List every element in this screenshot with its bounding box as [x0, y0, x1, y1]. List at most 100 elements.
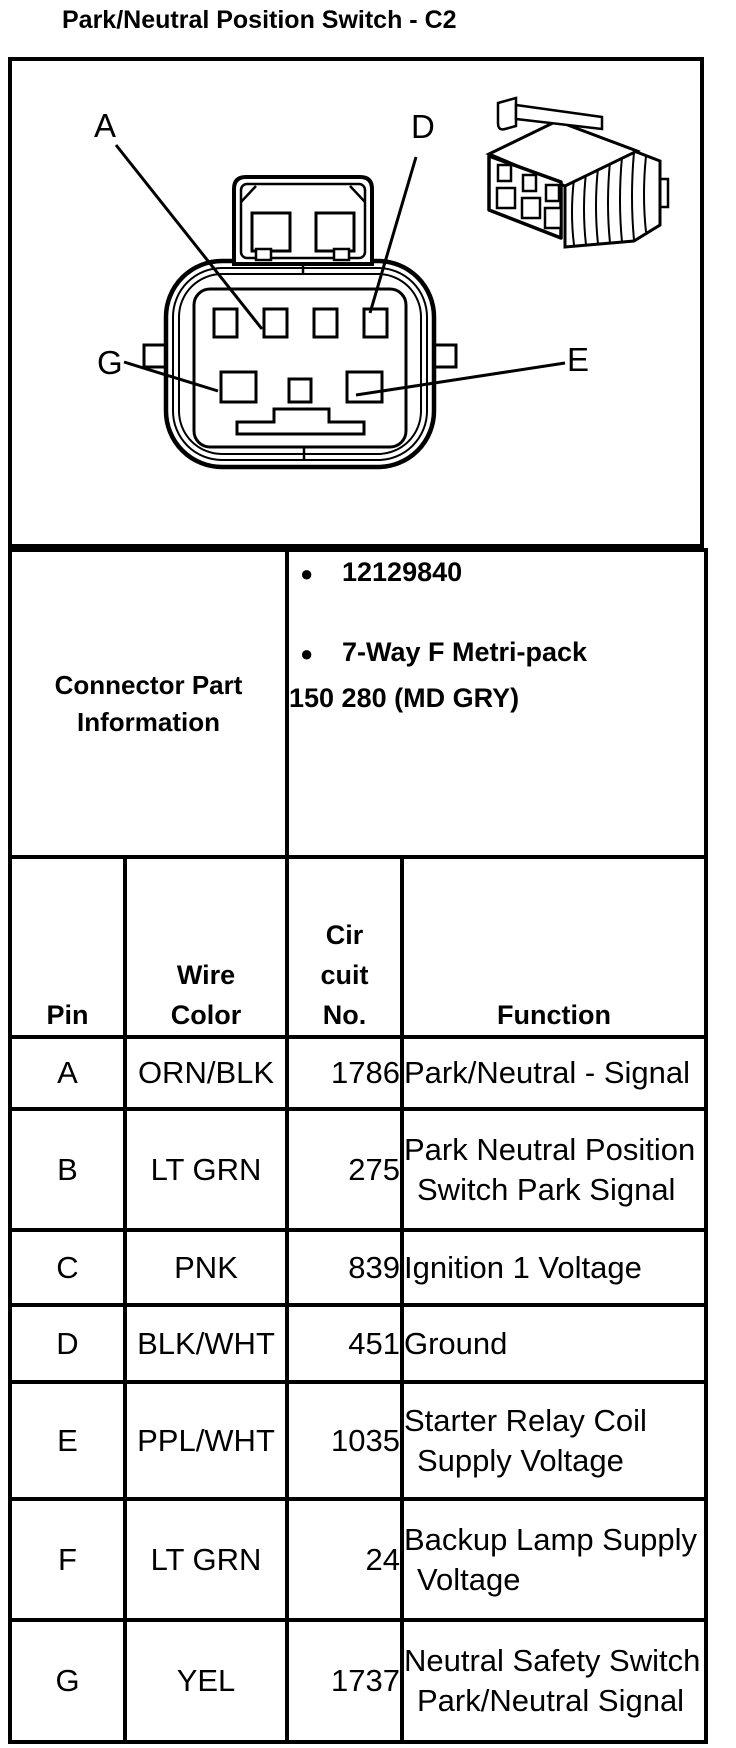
pin-label-e: E — [567, 341, 589, 378]
part-info-label-cell: Connector Part Information — [8, 548, 289, 859]
connector-series: 7-Way F Metri-pack — [342, 637, 588, 667]
pin-b-cavity — [262, 307, 289, 339]
function-line: Voltage — [417, 1561, 521, 1597]
front-hole — [544, 183, 561, 203]
pin-cell: D — [8, 1303, 127, 1384]
part-info-row: Connector Part Information ● 12129840 ● … — [8, 548, 708, 859]
table-row: E PPL/WHT 1035 Starter Relay Coil Supply… — [8, 1380, 708, 1501]
function-cell: Neutral Safety Switch Park/Neutral Signa… — [400, 1618, 708, 1744]
function-cell: Ignition 1 Voltage — [400, 1228, 708, 1307]
wire-color-cell: ORN/BLK — [123, 1035, 289, 1111]
pin-d-cavity — [362, 307, 389, 339]
table-row: C PNK 839 Ignition 1 Voltage — [8, 1228, 708, 1307]
front-hole — [496, 163, 513, 183]
connector-series-wrap: 150 280 (MD GRY) — [289, 683, 520, 713]
header-circuit-no: Cir cuit No. — [285, 855, 404, 1039]
function-line: Ignition 1 Voltage — [404, 1249, 642, 1285]
bullet-icon: ● — [300, 561, 314, 586]
header-pin: Pin — [8, 855, 127, 1039]
pin-e-cavity — [345, 370, 384, 404]
front-hole — [543, 206, 563, 230]
function-line: Park/Neutral - Signal — [404, 1055, 691, 1090]
circuit-cell: 839 — [285, 1228, 404, 1307]
table-row: B LT GRN 275 Park Neutral Position Switc… — [8, 1107, 708, 1232]
tab-notch-right — [349, 185, 366, 203]
leader-line-d — [368, 156, 418, 314]
function-line: Supply Voltage — [417, 1442, 624, 1478]
wire-color-cell: YEL — [123, 1618, 289, 1744]
wire-color-cell: BLK/WHT — [123, 1303, 289, 1384]
header-circuit-line3: No. — [322, 1000, 367, 1030]
table-row: D BLK/WHT 451 Ground — [8, 1303, 708, 1384]
connector-3d-illustration — [485, 96, 670, 249]
header-function: Function — [400, 855, 708, 1039]
function-cell: Park Neutral Position Switch Park Signal — [400, 1107, 708, 1232]
tab-foot-left — [254, 247, 273, 262]
pin-cell: B — [8, 1107, 127, 1232]
table-row: A ORN/BLK 1786 Park/Neutral - Signal — [8, 1035, 708, 1111]
lock-tab-inner — [239, 182, 367, 260]
seal-rib — [619, 156, 623, 243]
connector-cavity — [192, 287, 408, 449]
circuit-cell: 275 — [285, 1107, 404, 1232]
latch-cap — [496, 96, 518, 131]
pin-label-d: D — [411, 108, 435, 145]
bullet-icon: ● — [300, 641, 314, 666]
keyway — [235, 407, 366, 436]
function-line: Switch Park Signal — [417, 1171, 676, 1207]
connector-figure-box: A D G E — [8, 57, 704, 548]
header-wire-color: Wire Color — [123, 855, 289, 1039]
header-circuit-line2: cuit — [320, 960, 369, 990]
circuit-cell: 1786 — [285, 1035, 404, 1111]
front-hole — [521, 173, 538, 193]
circuit-cell: 24 — [285, 1497, 404, 1622]
page-title: Park/Neutral Position Switch - C2 — [62, 6, 457, 34]
pin-cell: A — [8, 1035, 127, 1111]
connector-face-diagram: A D G E — [94, 96, 670, 470]
function-line: Park Neutral Position — [404, 1131, 696, 1167]
latch-bar — [514, 103, 604, 131]
function-line: Neutral Safety Switch — [404, 1643, 701, 1678]
pin-cell: G — [8, 1618, 127, 1744]
table-header-row: Pin Wire Color Cir cuit No. Function — [8, 855, 708, 1039]
seal-rib — [643, 155, 647, 233]
pin-a-cavity — [212, 307, 239, 339]
leader-line-g — [123, 360, 219, 393]
seal-rib — [631, 151, 635, 241]
tab-slot-left — [250, 211, 292, 253]
circuit-cell: 1035 — [285, 1380, 404, 1501]
table-row: F LT GRN 24 Backup Lamp Supply Voltage — [8, 1497, 708, 1622]
connector-series-line: ● 7-Way F Metri-pack — [300, 632, 704, 674]
function-line: Park/Neutral Signal — [417, 1683, 685, 1718]
function-cell: Backup Lamp Supply Voltage — [400, 1497, 708, 1622]
front-hole — [495, 186, 517, 210]
pin-cell: F — [8, 1497, 127, 1622]
tab-slot-right — [314, 211, 356, 253]
wire-color-cell: LT GRN — [123, 1107, 289, 1232]
function-cell: Park/Neutral - Signal — [400, 1035, 708, 1111]
function-cell: Ground — [400, 1303, 708, 1384]
wire-color-cell: LT GRN — [123, 1497, 289, 1622]
connector-pinout-table: Connector Part Information ● 12129840 ● … — [8, 548, 708, 1744]
circuit-cell: 1737 — [285, 1618, 404, 1744]
wire-color-cell: PNK — [123, 1228, 289, 1307]
function-line: Ground — [404, 1325, 508, 1361]
circuit-cell: 451 — [285, 1303, 404, 1384]
header-wire-line2: Color — [170, 1000, 242, 1030]
function-line: Starter Relay Coil — [404, 1402, 647, 1438]
part-number-line: ● 12129840 — [300, 552, 704, 594]
part-info-label-line1: Connector Part — [54, 669, 243, 700]
seal-rib — [595, 167, 599, 245]
pin-cell: E — [8, 1380, 127, 1501]
header-circuit-line1: Cir — [325, 920, 364, 950]
function-line: Backup Lamp Supply — [404, 1521, 697, 1557]
pin-f-cavity — [287, 377, 313, 404]
table-row: G YEL 1737 Neutral Safety Switch Park/Ne… — [8, 1618, 708, 1744]
leader-line-a — [114, 144, 264, 330]
header-wire-line1: Wire — [176, 960, 236, 990]
pin-label-a: A — [94, 107, 116, 144]
part-info-label-line2: Information — [77, 706, 220, 737]
wire-color-cell: PPL/WHT — [123, 1380, 289, 1501]
pin-cell: C — [8, 1228, 127, 1307]
pin-g-cavity — [219, 370, 258, 404]
